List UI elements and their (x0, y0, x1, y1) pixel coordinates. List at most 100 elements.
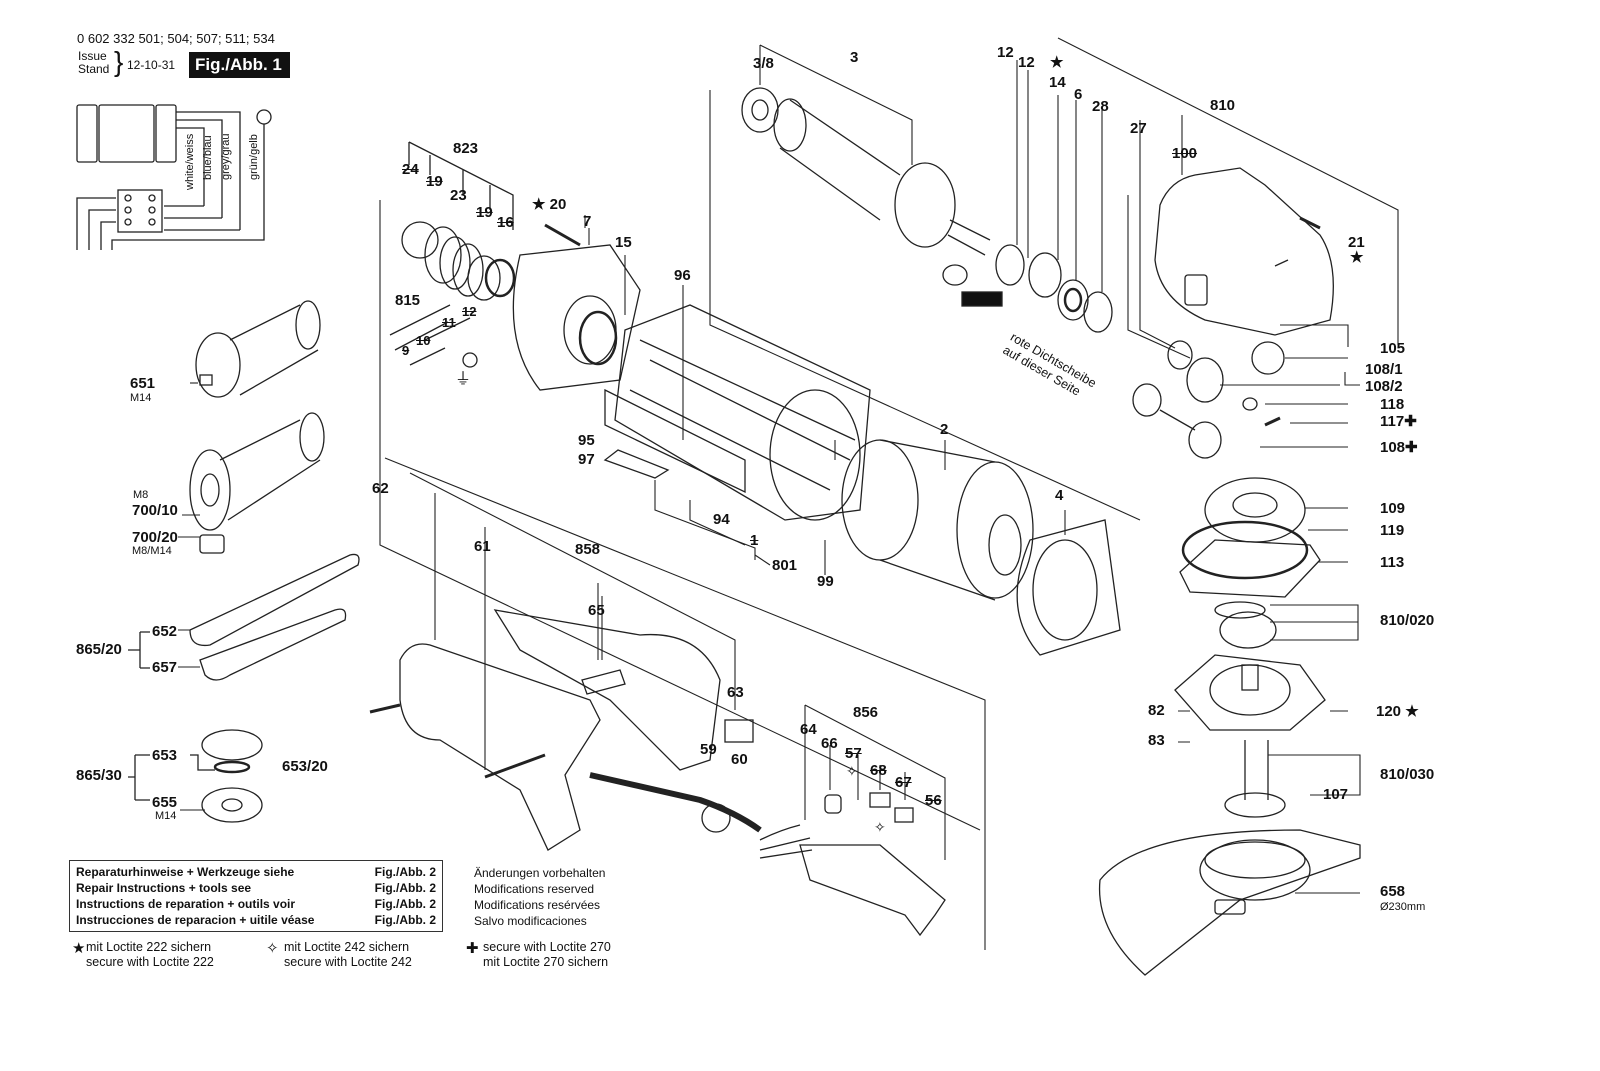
part-label[interactable]: 3/8 (753, 55, 774, 72)
part-label[interactable]: 62 (372, 480, 389, 497)
issue-date: 12-10-31 (127, 58, 176, 72)
part-label[interactable]: 657 (152, 659, 178, 676)
ground-icon: ⏚ (455, 371, 472, 388)
star-icon: ★ (532, 196, 546, 213)
part-label-clover[interactable]: 108✚ (1380, 439, 1418, 456)
part-label[interactable]: 14 (1049, 74, 1066, 91)
nut-655 (201, 787, 263, 823)
part-label[interactable]: 9 (402, 343, 410, 358)
part-label[interactable]: 83 (1148, 732, 1165, 749)
part-label[interactable]: 12 (997, 44, 1014, 61)
part-label[interactable]: 95 (578, 432, 595, 449)
part-label[interactable]: 57 (845, 745, 862, 762)
part-label[interactable]: 823 (453, 140, 479, 157)
part-label[interactable]: 118 (1380, 396, 1405, 413)
part-label[interactable]: 700/20 (132, 529, 178, 546)
part-sublabel: M14 (155, 810, 177, 822)
part-label[interactable]: 651 (130, 375, 156, 392)
part-label[interactable]: 815 (395, 292, 421, 309)
part-label[interactable]: 12 (1018, 54, 1035, 71)
part-label[interactable]: 105 (1380, 340, 1406, 357)
part-label[interactable]: 108/2 (1365, 378, 1403, 395)
part-label[interactable]: 108/1 (1365, 361, 1403, 378)
part-label-clover[interactable]: 117✚ (1380, 413, 1417, 430)
part-label[interactable]: 810/030 (1380, 766, 1435, 783)
four-point-star-icon: ✧ (874, 819, 886, 835)
part-label[interactable]: 65 (588, 602, 605, 619)
wire-label-blue: blue/blau (202, 135, 214, 180)
part-label[interactable]: 6 (1074, 86, 1083, 103)
part-label[interactable]: 64 (800, 721, 817, 738)
part-label[interactable]: 1 (750, 532, 759, 549)
part-label[interactable]: 107 (1323, 786, 1349, 803)
part-label[interactable]: 60 (731, 751, 748, 768)
figure-reference[interactable]: Fig./Abb. 2 (374, 865, 436, 879)
part-label[interactable]: 19 (476, 204, 493, 221)
part-label[interactable]: 100 (1172, 145, 1198, 162)
part-label[interactable]: 66 (821, 735, 838, 752)
part-sublabel: Ø230mm (1380, 901, 1426, 913)
part-label[interactable]: 858 (575, 541, 601, 558)
wire-label-white: white/weiss (184, 133, 196, 190)
part-numbers: 0 602 332 501; 504; 507; 511; 534 (77, 31, 275, 46)
armature-3 (741, 87, 991, 256)
part-label[interactable]: 15 (615, 234, 632, 251)
figure-reference[interactable]: Fig./Abb. 2 (374, 897, 436, 911)
part-label[interactable]: 99 (817, 573, 834, 590)
part-label[interactable]: 700/10 (132, 502, 178, 519)
handle-shell-858 (493, 609, 721, 771)
part-label[interactable]: 16 (497, 214, 514, 231)
part-label[interactable]: 119 (1380, 522, 1405, 539)
part-label[interactable]: 61 (474, 538, 491, 555)
part-label-starred[interactable]: ★ 20 (532, 196, 567, 213)
side-handle-700-10 (189, 412, 325, 531)
figure-reference[interactable]: Fig./Abb. 2 (374, 881, 436, 895)
part-label[interactable]: 21 (1348, 234, 1365, 251)
part-label[interactable]: 24 (402, 161, 419, 178)
part-label[interactable]: 23 (450, 187, 467, 204)
fan-baffle-4 (1016, 519, 1121, 656)
part-label[interactable]: 7 (583, 213, 592, 230)
part-label[interactable]: 4 (1055, 487, 1064, 504)
part-label[interactable]: 856 (853, 704, 879, 721)
part-label[interactable]: 2 (940, 421, 949, 438)
part-label[interactable]: 59 (700, 741, 717, 758)
part-label[interactable]: 655 (152, 794, 178, 811)
part-label[interactable]: 27 (1130, 120, 1147, 137)
part-label[interactable]: 810/020 (1380, 612, 1435, 629)
part-label[interactable]: 67 (895, 774, 912, 791)
field-coil-2 (841, 439, 1034, 601)
wire-label-green-yellow: grün/gelb (248, 134, 260, 180)
part-label[interactable]: 653 (152, 747, 178, 764)
part-label[interactable]: 653/20 (282, 758, 328, 775)
part-label-starred[interactable]: 120 ★ (1376, 703, 1419, 720)
part-label[interactable]: 82 (1148, 702, 1165, 719)
part-label[interactable]: 801 (772, 557, 798, 574)
figure-reference[interactable]: Fig./Abb. 2 (374, 913, 436, 927)
part-label[interactable]: 11 (442, 315, 456, 330)
part-label[interactable]: 865/20 (76, 641, 122, 658)
star-icon: ★ (1050, 54, 1064, 71)
part-label[interactable]: 56 (925, 792, 942, 809)
part-label[interactable]: 94 (713, 511, 730, 528)
part-label[interactable]: 12 (462, 304, 477, 319)
part-label[interactable]: 63 (727, 684, 744, 701)
part-label[interactable]: 865/30 (76, 767, 122, 784)
part-label[interactable]: 810 (1210, 97, 1236, 114)
part-label[interactable]: 96 (674, 267, 691, 284)
part-label[interactable]: 97 (578, 451, 595, 468)
side-handle-651 (195, 300, 321, 398)
legend-loctite-222: ★ mit Loctite 222 sichern secure with Lo… (72, 940, 214, 969)
part-label[interactable]: 68 (870, 762, 887, 779)
brace-symbol: } (114, 46, 124, 77)
part-label[interactable]: 652 (152, 623, 178, 640)
part-label[interactable]: 28 (1092, 98, 1109, 115)
four-point-star-icon: ✧ (846, 763, 858, 779)
part-label[interactable]: 113 (1380, 554, 1405, 571)
part-label[interactable]: 10 (416, 333, 431, 348)
part-label[interactable]: 658 (1380, 883, 1406, 900)
part-label[interactable]: 19 (426, 173, 443, 190)
part-label[interactable]: 109 (1380, 500, 1406, 517)
part-label[interactable]: 3 (850, 49, 859, 66)
